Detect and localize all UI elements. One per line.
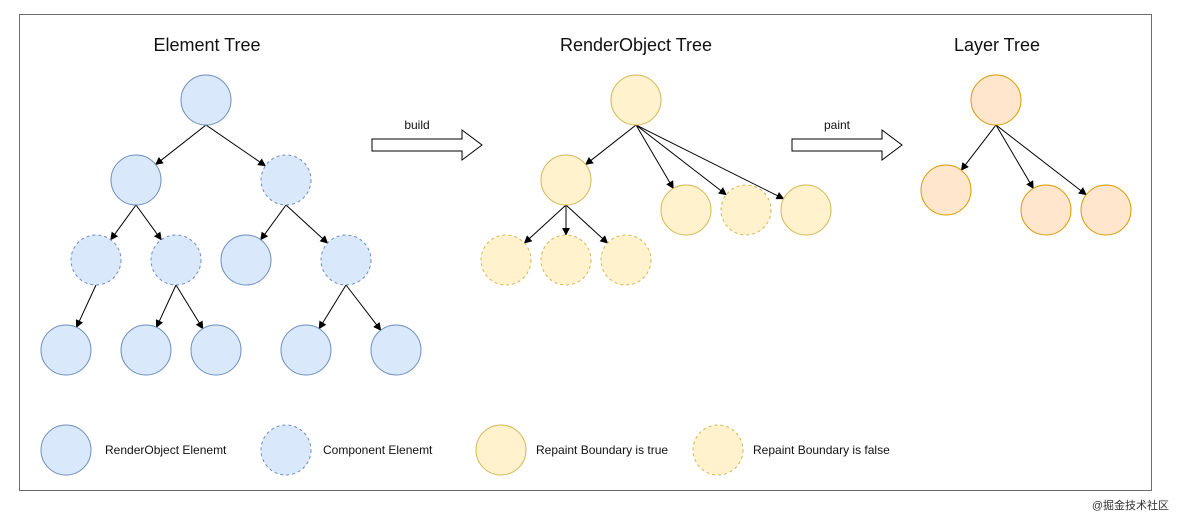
legend-swatch-lg-2 xyxy=(475,424,527,476)
edge-r-l1a-to-r-l2a xyxy=(523,204,567,244)
edge-e-root-to-e-l1b xyxy=(205,124,267,167)
build-arrow-label: build xyxy=(404,118,430,132)
edge-e-l2d-to-e-l3d xyxy=(318,284,347,330)
edge-e-l1a-to-e-l2b xyxy=(135,204,162,241)
renderobject-tree-title: RenderObject Tree xyxy=(559,35,713,55)
tree-node-e-l1b xyxy=(260,154,312,206)
edge-e-root-to-e-l1a xyxy=(155,124,207,166)
legend-label-renderobject-element: RenderObject Elenemt xyxy=(105,443,227,457)
legend-label-repaint-false: Repaint Boundary is false xyxy=(753,443,890,457)
tree-node-y-l1a xyxy=(920,164,972,216)
edge-e-l1b-to-e-l2c xyxy=(260,204,287,241)
edge-e-l2b-to-e-l3b xyxy=(155,284,177,329)
build-arrow xyxy=(371,129,483,161)
paint-arrow-label: paint xyxy=(823,118,851,132)
edge-y-root-to-y-l1c xyxy=(995,124,1087,196)
tree-node-e-l1a xyxy=(110,154,162,206)
tree-node-y-l1c xyxy=(1080,184,1132,236)
edge-r-root-to-r-l1b xyxy=(635,124,674,190)
tree-node-y-l1b xyxy=(1020,184,1072,236)
element-tree-title: Element Tree xyxy=(153,35,261,55)
tree-node-e-l2a xyxy=(70,234,122,286)
tree-node-y-root xyxy=(970,74,1022,126)
watermark: @掘金技术社区 xyxy=(1091,500,1169,512)
tree-node-e-l3c xyxy=(190,324,242,376)
diagram-frame xyxy=(19,14,1152,491)
tree-node-e-l3b xyxy=(120,324,172,376)
tree-node-r-l2b xyxy=(540,234,592,286)
edge-y-root-to-y-l1a xyxy=(960,124,997,171)
edge-r-root-to-r-l1d xyxy=(635,124,785,200)
tree-node-e-l2b xyxy=(150,234,202,286)
tree-node-r-root xyxy=(610,74,662,126)
tree-node-r-l1a xyxy=(540,154,592,206)
edge-r-root-to-r-l1c xyxy=(635,124,727,196)
tree-node-e-l3a xyxy=(40,324,92,376)
legend-swatch-lg-1 xyxy=(260,424,312,476)
edge-e-l2b-to-e-l3c xyxy=(175,284,204,330)
tree-node-e-l2d xyxy=(320,234,372,286)
tree-node-r-l2a xyxy=(480,234,532,286)
edge-e-l1b-to-e-l2d xyxy=(285,204,329,244)
tree-node-r-l1b xyxy=(660,184,712,236)
tree-node-e-l2c xyxy=(220,234,272,286)
layer-tree-title: Layer Tree xyxy=(953,35,1041,55)
edge-r-l1a-to-r-l2c xyxy=(565,204,609,244)
legend-label-component-element: Component Elenemt xyxy=(323,443,433,457)
tree-node-r-l1d xyxy=(780,184,832,236)
tree-node-r-l2c xyxy=(600,234,652,286)
edge-r-root-to-r-l1a xyxy=(585,124,637,166)
paint-arrow xyxy=(791,129,903,161)
tree-node-e-l3e xyxy=(370,324,422,376)
edge-e-l2d-to-e-l3e xyxy=(345,284,382,331)
tree-node-e-l3d xyxy=(280,324,332,376)
tree-node-r-l1c xyxy=(720,184,772,236)
edge-e-l1a-to-e-l2a xyxy=(110,204,137,241)
legend-swatch-lg-0 xyxy=(40,424,92,476)
legend-swatch-lg-3 xyxy=(692,424,744,476)
legend-label-repaint-true: Repaint Boundary is true xyxy=(536,443,669,457)
edge-y-root-to-y-l1b xyxy=(995,124,1034,190)
edge-e-l2a-to-e-l3a xyxy=(75,284,97,329)
tree-node-e-root xyxy=(180,74,232,126)
